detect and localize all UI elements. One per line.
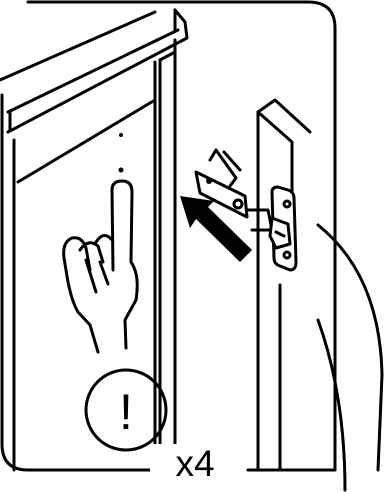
- door-panel: [258, 100, 310, 470]
- drill-holes: [119, 133, 124, 173]
- door-swing-arc: [318, 225, 382, 490]
- warning-symbol: !: [86, 372, 166, 452]
- quantity-label: x4: [150, 444, 240, 484]
- pointing-hand-icon: [64, 181, 138, 352]
